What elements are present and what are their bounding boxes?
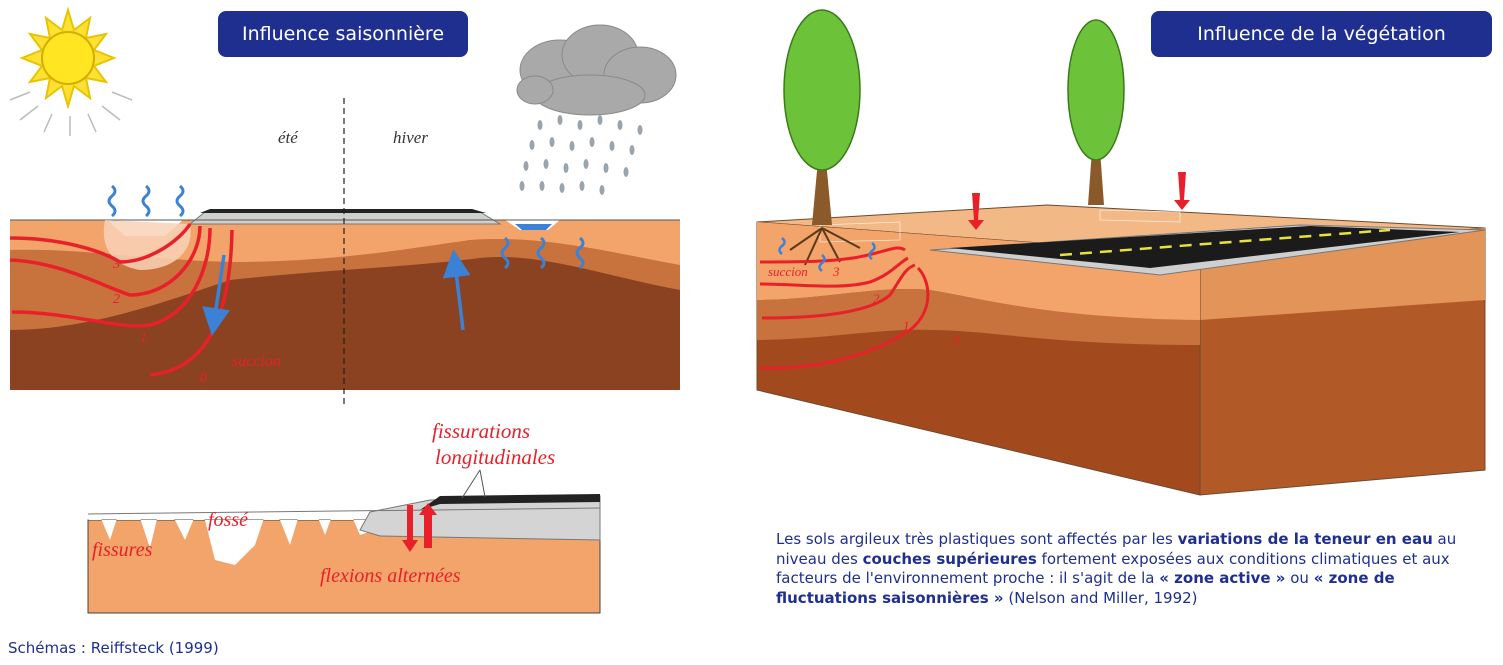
description-part: Les sols argileux très plastiques sont a… <box>776 530 1178 548</box>
winter-label: hiver <box>393 128 428 147</box>
contour-label-0: 0 <box>200 371 207 386</box>
vegetation-squiggle-icon <box>778 237 876 272</box>
description-part: ou <box>1285 569 1314 587</box>
suction-contours <box>9 223 234 377</box>
longitudinal-cracks-label-line1: fissurations <box>432 419 530 443</box>
contour-label-3: 3 <box>112 257 120 272</box>
description-bold: variations de la teneur en eau <box>1177 530 1433 548</box>
credit-text: Schémas : Reiffsteck (1999) <box>8 639 219 657</box>
contour-label-2: 2 <box>113 292 120 307</box>
vegetation-suction-label: succion <box>768 264 808 279</box>
ditch-label: fossé <box>208 509 249 531</box>
contour-label-1: 1 <box>140 331 147 346</box>
longitudinal-cracks-label-line2: longitudinales <box>435 445 555 469</box>
crack-section <box>87 494 601 614</box>
bending-arrows-icon <box>402 503 437 552</box>
description-text: Les sols argileux très plastiques sont a… <box>776 530 1486 608</box>
description-part: (Nelson and Miller, 1992) <box>1003 588 1198 607</box>
settlement-arrows-icon <box>968 172 1190 230</box>
infiltration-arrow-icon <box>442 249 471 331</box>
tree-icon <box>1067 19 1125 205</box>
description-bold: « zone de fluctuations saisonnières » <box>776 569 1395 607</box>
seasonal-soil-section <box>10 209 680 390</box>
vegetation-influence-title: Influence de la végétation <box>1151 11 1492 57</box>
crack-pointer-lines <box>461 469 486 499</box>
description-part: fortement exposées aux conditions climat… <box>776 549 1450 588</box>
description-part: au niveau des <box>776 530 1457 568</box>
seasonal-influence-title: Influence saisonnière <box>218 11 468 57</box>
vegetation-contour-3: 3 <box>832 264 840 279</box>
rain-cloud-icon <box>516 24 677 195</box>
tree-icon <box>783 9 861 266</box>
summer-label: été <box>278 128 299 147</box>
description-bold: couches supérieures <box>862 549 1037 568</box>
evaporation-squiggle-icon <box>107 184 585 270</box>
vegetation-soil-block <box>756 204 1486 496</box>
evaporation-arrow-icon <box>202 254 230 336</box>
vegetation-contour-1: 1 <box>903 318 910 333</box>
sun-icon <box>9 6 133 136</box>
vegetation-suction-contours <box>759 246 930 370</box>
vegetation-contour-2: 2 <box>873 291 880 306</box>
description-bold: « zone active » <box>1159 569 1286 587</box>
cracks-label: fissures <box>92 539 153 561</box>
alternating-bending-label: flexions alternées <box>320 565 461 587</box>
suction-label: succion <box>232 353 281 370</box>
vegetation-contour-0: 0 <box>953 333 960 348</box>
